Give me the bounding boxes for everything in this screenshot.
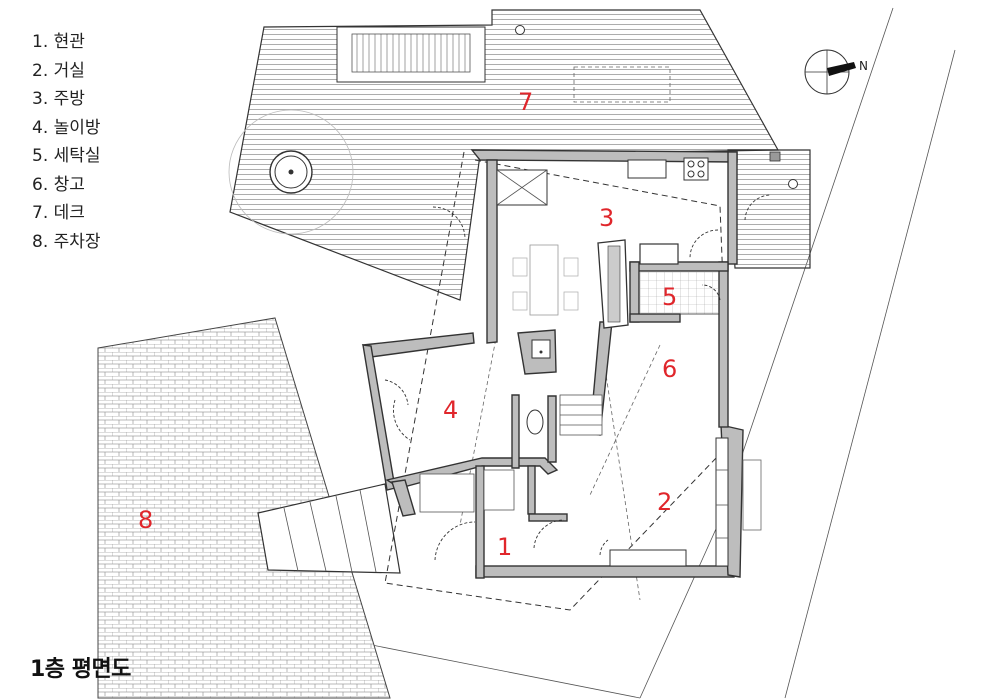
room-number-2: 2 [657,488,672,516]
room-number-7: 7 [518,88,533,116]
room-number-6: 6 [662,355,677,383]
fixtures [419,157,762,567]
upper-deck [228,9,780,301]
legend-item: 4. 놀이방 [32,117,101,138]
legend-item: 3. 주방 [32,89,85,109]
room-legend: 1. 현관 2. 거실 3. 주방 4. 놀이방 5. 세탁실 6. 창고 7.… [32,28,101,256]
room-number-3: 3 [599,204,614,232]
parking-area [97,317,391,699]
legend-item: 6. 창고 [32,174,85,195]
legend-item: 8. 주차장 [32,231,101,252]
room-number-5: 5 [662,283,677,311]
entrance-steps [257,483,401,574]
legend-item: 7. 데크 [32,203,85,223]
door-swings [384,194,771,561]
north-label: N [859,59,868,73]
north-arrow-icon [804,49,856,95]
room-number-8: 8 [138,506,153,534]
side-deck [727,149,811,269]
room-number-4: 4 [443,396,458,424]
building-walls [361,149,744,579]
plan-title: 1층 평면도 [30,657,131,682]
room-number-1: 1 [497,533,512,561]
legend-item: 5. 세탁실 [32,146,101,166]
legend-item: 1. 현관 [32,32,85,52]
legend-item: 2. 거실 [32,60,85,81]
